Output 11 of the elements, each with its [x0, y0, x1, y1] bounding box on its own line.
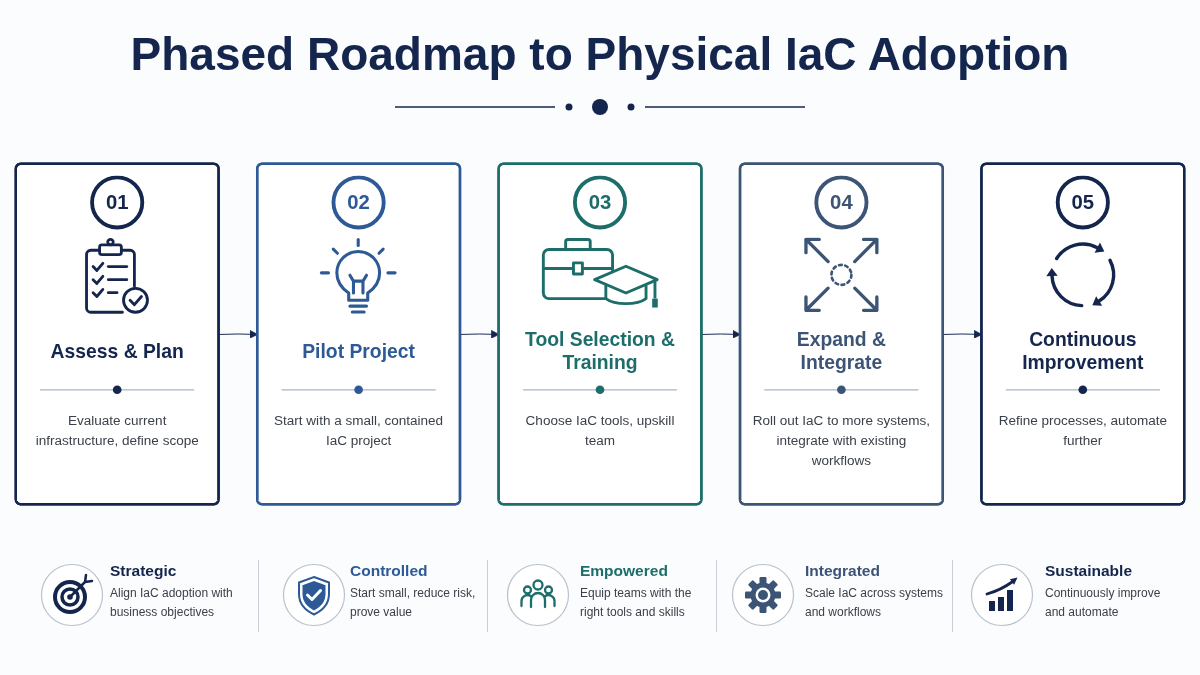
feature-description: Start small, reduce risk, prove value: [350, 585, 477, 621]
feature-description: Equip teams with the right tools and skills: [580, 585, 693, 621]
feature-heading: Controlled: [350, 562, 428, 581]
feature-description: Align IaC adoption with business objectives: [110, 585, 234, 621]
feature-heading: Integrated: [805, 562, 880, 581]
feature-heading: Sustainable: [1045, 562, 1132, 581]
feature-description: Scale IaC across systems and workflows: [805, 585, 945, 621]
feature-heading: Strategic: [110, 562, 177, 581]
feature-heading: Empowered: [580, 562, 668, 581]
feature-description: Continuously improve and automate: [1045, 585, 1162, 621]
title: Phased Roadmap to Physical IaC Adoption: [130, 28, 1070, 81]
